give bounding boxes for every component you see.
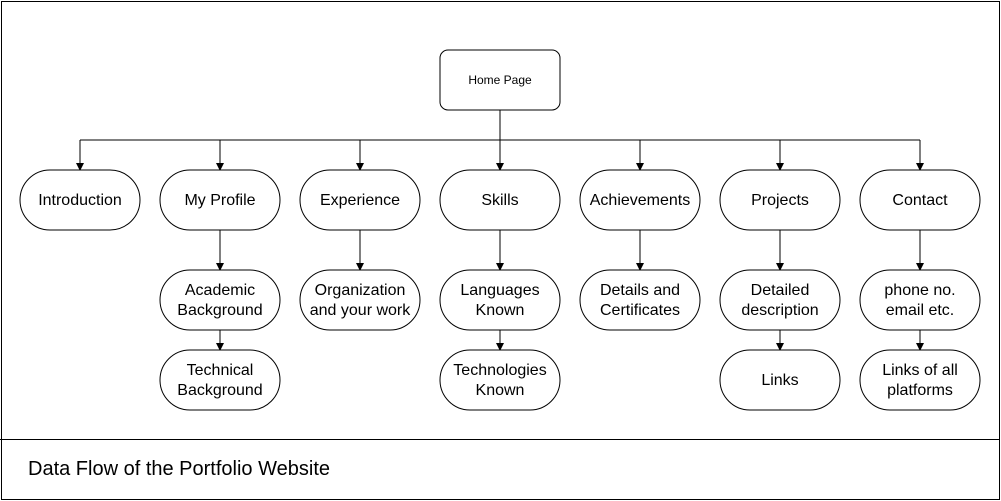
node-home: Home Page	[439, 49, 561, 111]
node-shape	[439, 49, 561, 111]
node-introduction: Introduction	[19, 169, 141, 231]
node-shape	[299, 269, 421, 331]
node-shape	[859, 349, 981, 411]
node-label: Contact	[892, 192, 948, 209]
node-shape	[299, 169, 421, 231]
node-shape	[439, 269, 561, 331]
node-my-profile: My Profile	[159, 169, 281, 231]
node-label: Achievements	[590, 192, 691, 209]
node-shape	[719, 169, 841, 231]
node-shape	[859, 169, 981, 231]
diagram-caption: Data Flow of the Portfolio Website	[28, 458, 330, 480]
node-label: Home Page	[468, 73, 532, 87]
node-phone-email: phone no.email etc.	[859, 269, 981, 331]
node-shape	[159, 349, 281, 411]
node-skills: Skills	[439, 169, 561, 231]
node-label: Introduction	[38, 192, 122, 209]
node-achievements: Achievements	[579, 169, 701, 231]
node-label: Experience	[320, 192, 400, 209]
node-links: Links	[719, 349, 841, 411]
node-label: phone no.email etc.	[884, 282, 955, 319]
node-shape	[159, 169, 281, 231]
node-shape	[439, 169, 561, 231]
node-label: My Profile	[184, 192, 255, 209]
node-shape	[719, 349, 841, 411]
node-shape	[859, 269, 981, 331]
node-label: Projects	[751, 192, 809, 209]
node-contact: Contact	[859, 169, 981, 231]
node-shape	[579, 169, 701, 231]
node-shape	[719, 269, 841, 331]
node-shape	[19, 169, 141, 231]
node-shape	[579, 269, 701, 331]
node-label: Skills	[481, 192, 518, 209]
caption-divider	[0, 439, 1000, 440]
node-experience: Experience	[299, 169, 421, 231]
edges-layer	[76, 110, 924, 351]
node-shape	[159, 269, 281, 331]
node-projects: Projects	[719, 169, 841, 231]
node-shape	[439, 349, 561, 411]
node-label: Links	[761, 372, 798, 389]
